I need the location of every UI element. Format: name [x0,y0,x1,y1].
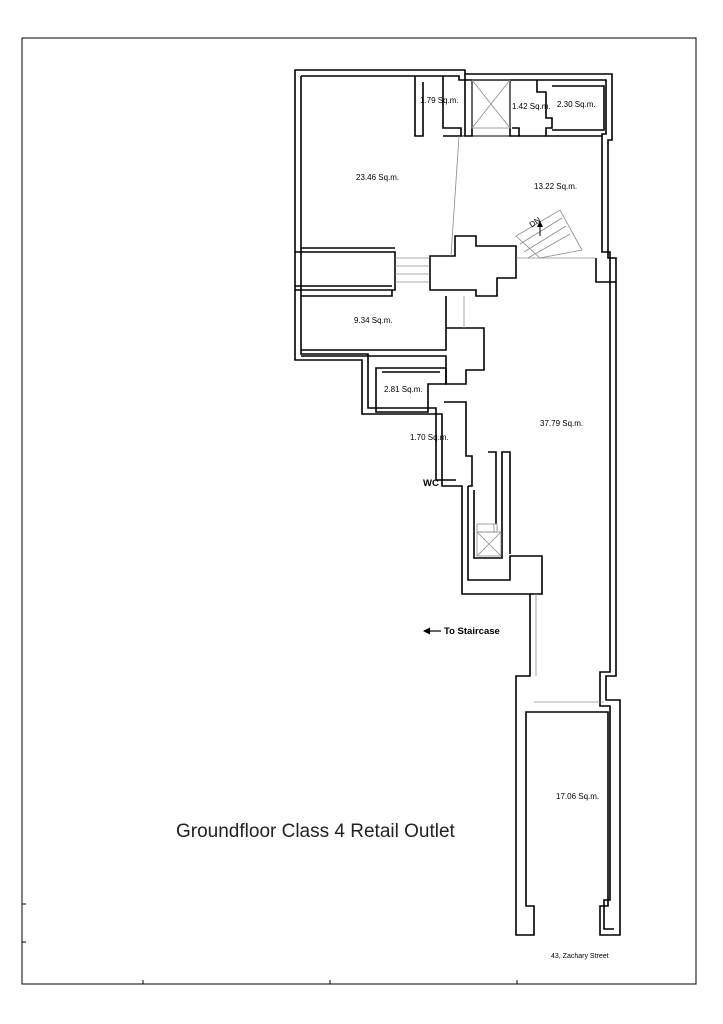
room-label: 13.22 Sq.m. [534,182,577,191]
to-staircase-label: To Staircase [444,626,500,637]
room-label: 37.79 Sq.m. [540,419,583,428]
stair-down [515,209,583,259]
plan-title: Groundfloor Class 4 Retail Outlet [176,821,456,842]
wc-label: WC [423,478,439,489]
shaft-cross [471,79,511,129]
room-label: 1.79 Sq.m. [420,96,459,105]
street-address: 43, Zachary Street [551,953,609,960]
wc-shaft [476,523,502,557]
room-label: 2.81 Sq.m. [384,385,423,394]
room-label: 9.34 Sq.m. [354,316,393,325]
room-label: 2.30 Sq.m. [557,100,596,109]
thin-lines [395,135,604,703]
room-label: 1.42 Sq.m. [512,102,551,111]
room-label: 1.70 Sq.m. [410,433,449,442]
outer-walls [294,69,621,936]
sheet-border [21,37,697,985]
arrow-left-icon [423,627,441,635]
room-label: 17.06 Sq.m. [556,792,599,801]
room-label: 23.46 Sq.m. [356,173,399,182]
interior-walls [295,235,616,595]
